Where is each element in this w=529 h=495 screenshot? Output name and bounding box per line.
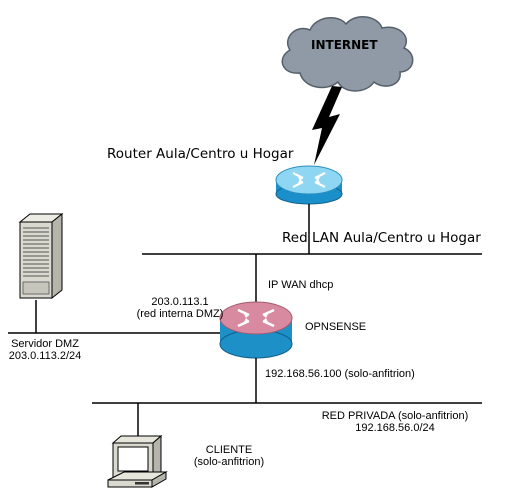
server-label: Servidor DMZ 203.0.113.2/24 <box>0 338 90 362</box>
server-name: Servidor DMZ <box>11 338 79 350</box>
firewall-icon <box>219 301 293 359</box>
internet-cloud <box>281 16 414 92</box>
client-name: CLIENTE <box>205 444 253 456</box>
internet-label: INTERNET <box>311 38 378 52</box>
lan-top-label: Red LAN Aula/Centro u Hogar <box>282 230 481 246</box>
dmz-ip: 203.0.113.1 <box>151 296 209 308</box>
client-label: CLIENTE (solo-anfitrion) <box>176 444 282 468</box>
client-pc-icon <box>107 434 168 488</box>
firewall-label: OPNSENSE <box>305 321 367 333</box>
router-label: Router Aula/Centro u Hogar <box>107 146 294 162</box>
dmz-desc: (red interna DMZ) <box>136 308 224 320</box>
server-icon <box>18 212 64 300</box>
lightning-icon <box>312 86 342 165</box>
private-net-name: RED PRIVADA (solo-anfitrion) <box>321 410 469 422</box>
lan-interface-label: 192.168.56.100 (solo-anfitrion) <box>265 368 415 380</box>
dmz-interface-label: 203.0.113.1 (red interna DMZ) <box>112 296 248 320</box>
client-network: (solo-anfitrion) <box>193 456 265 468</box>
router-icon <box>275 165 343 205</box>
private-net-label: RED PRIVADA (solo-anfitrion) 192.168.56.… <box>300 410 490 434</box>
private-net-range: 192.168.56.0/24 <box>355 422 435 434</box>
wan-label: IP WAN dhcp <box>268 279 334 291</box>
server-ip: 203.0.113.2/24 <box>8 350 82 362</box>
